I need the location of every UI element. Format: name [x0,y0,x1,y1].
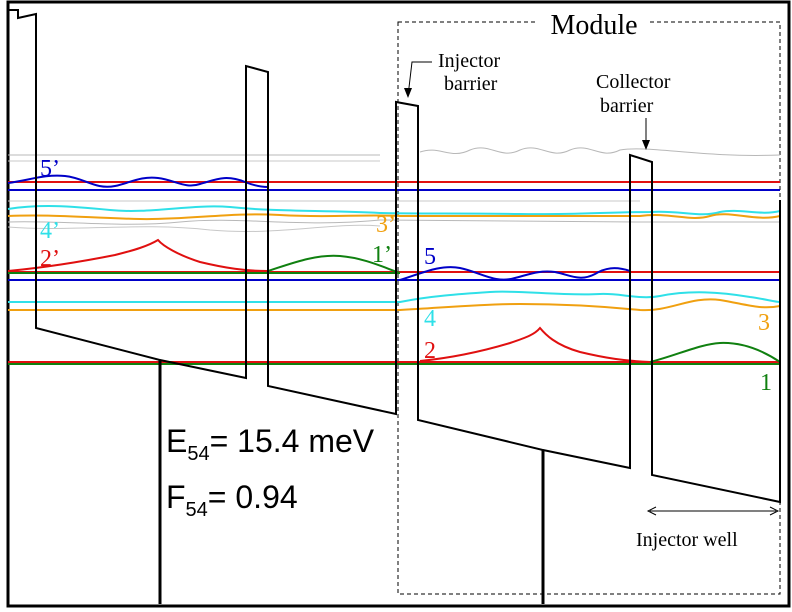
wavefunction-2 [419,326,651,363]
state-label-5p: 5’ [40,156,60,182]
state-label-4: 4 [424,306,436,332]
injector-well-arrow-right [769,506,780,516]
wavefunction-3p [7,213,781,221]
wavefunction-3 [8,298,781,312]
state-label-2p: 2’ [40,246,60,272]
state-label-1p: 1’ [372,242,392,268]
collector-barrier-label-line1: Collector [596,71,671,93]
state-label-2: 2 [424,338,436,364]
state-label-3p: 3’ [376,212,396,238]
state-label-3: 3 [758,310,770,336]
ghost-wave-mid-2 [7,224,381,232]
injector-barrier-label-line2: barrier [444,73,498,95]
energy-label: E54= 15.4 meV [166,423,375,465]
wavefunction-5 [399,266,631,281]
state-label-5: 5 [424,244,436,270]
injector-well-label: Injector well [636,529,738,551]
wavefunction-4 [8,290,781,303]
module-label: Module [550,10,637,41]
ghost-wave-upper [419,147,781,156]
collector-barrier-label-line2: barrier [600,95,654,117]
injector-barrier-label-line1: Injector [438,50,501,72]
outer-frame [6,0,791,608]
wavefunction-4p [7,205,781,216]
wavefunction-2p [7,238,269,272]
wavefunction-1 [649,341,781,363]
state-label-1: 1 [760,370,772,396]
injector-barrier-arrowhead [404,88,412,98]
wavefunction-1p [267,254,401,274]
injector-well-arrow-left [646,506,657,516]
collector-barrier-arrowhead [642,140,650,150]
module-label-bg [538,8,650,38]
ghost-wave-mid [7,219,780,225]
module-box [397,21,781,595]
conduction-band [8,9,781,604]
oscillator-strength-label: F54= 0.94 [166,479,298,521]
injector-barrier-arrow [407,61,432,97]
state-label-4p: 4’ [40,218,60,244]
